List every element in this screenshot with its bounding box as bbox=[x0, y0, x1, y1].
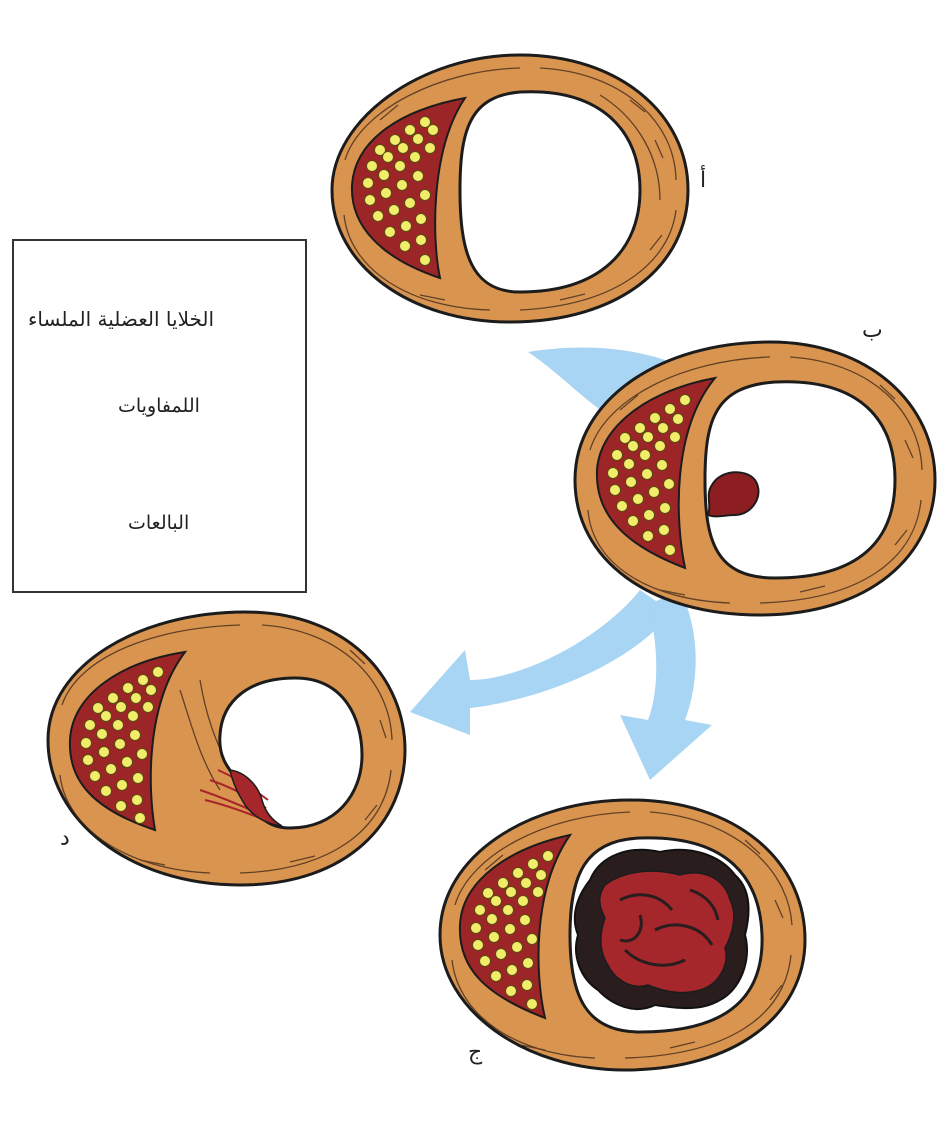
vessel-b-plaque bbox=[595, 376, 718, 570]
stage-label-c: ج bbox=[468, 1040, 483, 1065]
vessel-d-plaque bbox=[68, 650, 188, 832]
legend-label-macrophages: البالعات bbox=[128, 512, 190, 534]
arrow-b-to-d bbox=[410, 590, 672, 735]
vessel-d-organized-clot bbox=[229, 769, 283, 827]
stage-label-a: أ bbox=[700, 168, 707, 193]
vessel-d-texture bbox=[59, 624, 393, 874]
vessel-a-lipid-droplets bbox=[362, 116, 439, 266]
arrow-b-to-c bbox=[620, 590, 712, 780]
vessel-c-thrombus-texture bbox=[619, 888, 720, 967]
vessel-c bbox=[438, 798, 807, 1072]
vessel-a-plaque bbox=[350, 96, 468, 280]
stage-label-d: د bbox=[60, 826, 70, 851]
vessel-b-clot bbox=[706, 471, 760, 518]
vessel-c-texture bbox=[451, 811, 793, 1059]
vessel-a bbox=[330, 53, 690, 324]
vessel-b-texture bbox=[587, 356, 923, 604]
legend-label-lymphocytes: اللمفاويات bbox=[118, 395, 200, 417]
vessel-b-lipid-droplets bbox=[607, 394, 691, 556]
vessel-c-thrombus-red-mass bbox=[599, 870, 735, 994]
vessel-b bbox=[573, 340, 937, 617]
vessel-a-texture bbox=[343, 67, 677, 311]
vessel-d bbox=[46, 610, 407, 887]
legend-box bbox=[12, 239, 307, 593]
stage-label-b: ب bbox=[862, 318, 883, 343]
vessel-a-lumen bbox=[458, 90, 642, 294]
vessel-d-lipid-droplets bbox=[80, 666, 164, 824]
legend-label-smooth-muscle: الخلايا العضلية الملساء bbox=[28, 307, 215, 331]
vessel-c-lipid-droplets bbox=[470, 850, 554, 1010]
vessel-b-lumen bbox=[703, 380, 897, 580]
